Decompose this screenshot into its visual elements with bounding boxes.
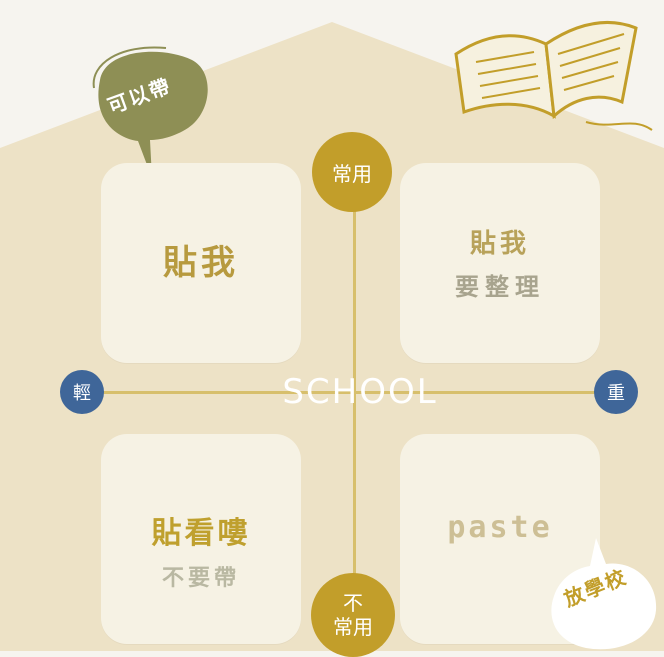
- axis-label-light: 輕: [60, 370, 104, 414]
- quadrant-tl-title: 貼我: [163, 243, 239, 283]
- speech-bubble-br: [551, 538, 657, 650]
- axis-label-infrequent-line2: 常用: [333, 615, 373, 639]
- quadrant-bl-title: 貼看嘍: [151, 516, 251, 551]
- horizontal-axis-line: [80, 391, 620, 394]
- quadrant-tr-subtitle: 要整理: [455, 273, 545, 301]
- axis-label-infrequent-line1: 不: [343, 591, 363, 615]
- quadrant-card-bottom-left: 貼看嘍 不要帶: [101, 434, 301, 644]
- axis-label-heavy: 重: [594, 370, 638, 414]
- quadrant-card-top-right: 貼我 要整理: [400, 163, 600, 363]
- axis-label-frequent: 常用: [312, 132, 392, 212]
- quadrant-tr-title: 貼我: [469, 229, 530, 259]
- quadrant-card-top-left: 貼我: [101, 163, 301, 363]
- open-book-icon: [454, 20, 653, 131]
- quadrant-bl-subtitle: 不要帶: [161, 566, 240, 591]
- center-label-school: SCHOOL: [282, 372, 438, 412]
- vertical-axis-line: [353, 175, 356, 615]
- axis-label-infrequent: 不 常用: [311, 573, 395, 657]
- speech-bubble-tl: [92, 46, 208, 178]
- quadrant-br-title: paste: [447, 510, 553, 545]
